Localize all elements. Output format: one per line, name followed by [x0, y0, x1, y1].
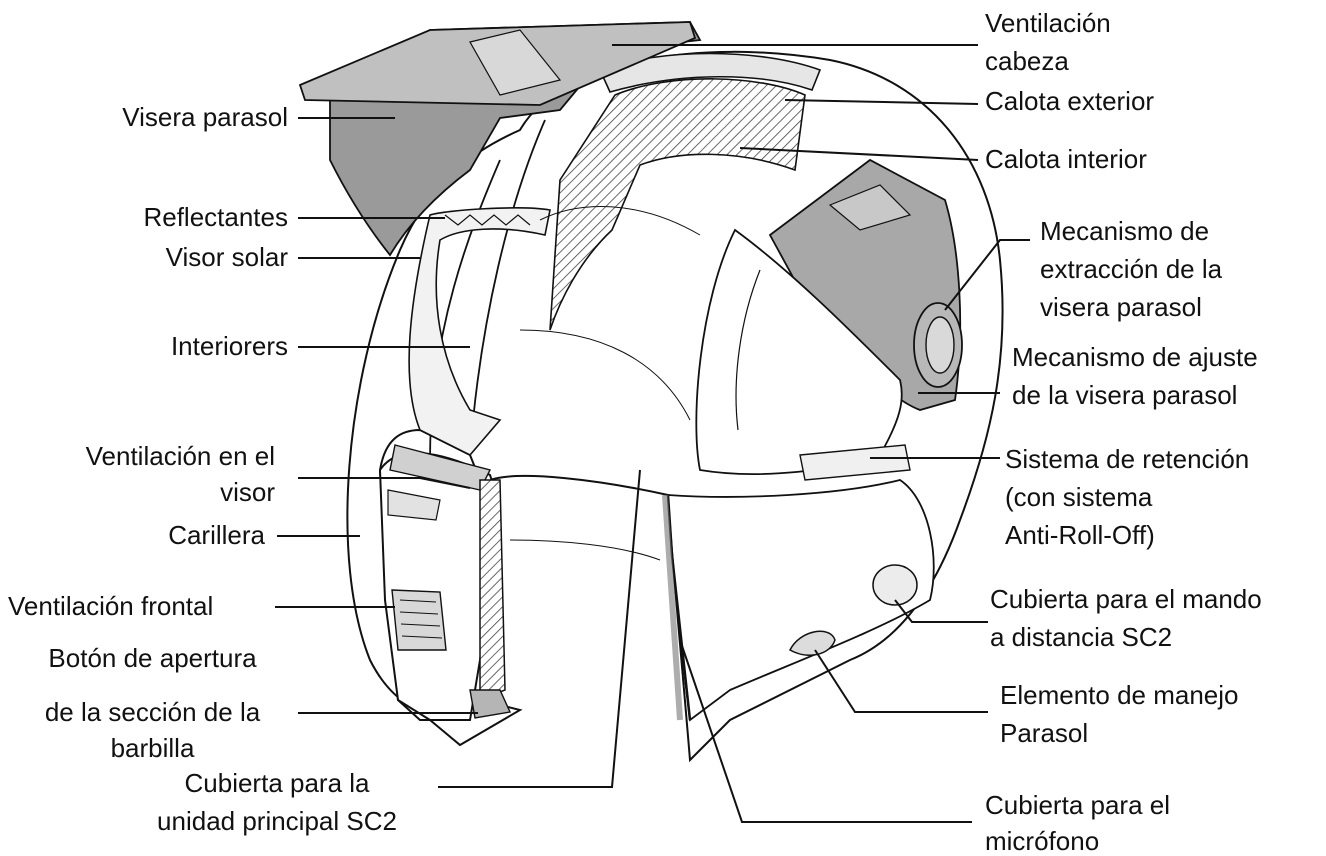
- label-boton-apertura-1: Botón de apertura: [48, 643, 257, 673]
- head-ventilation: [598, 52, 822, 93]
- label-ventilacion-cabeza-2: cabeza: [985, 46, 1069, 76]
- label-cubierta-mando-1: Cubierta para el mando: [990, 584, 1262, 614]
- label-carillera: Carillera: [168, 520, 265, 550]
- label-cubierta-microfono-1: Cubierta para el: [985, 790, 1170, 820]
- label-ventilacion-visor-2: visor: [220, 477, 275, 507]
- label-mecanismo-ajuste-1: Mecanismo de ajuste: [1012, 342, 1258, 372]
- label-sistema-retencion-2: (con sistema: [1005, 482, 1153, 512]
- label-boton-apertura-3: barbilla: [110, 733, 195, 763]
- label-mecanismo-extraccion-3: visera parasol: [1040, 292, 1202, 322]
- label-sistema-retencion-1: Sistema de retención: [1005, 444, 1250, 474]
- label-ventilacion-frontal: Ventilación frontal: [8, 591, 214, 621]
- label-cubierta-unidad-2: unidad principal SC2: [157, 806, 397, 836]
- label-elemento-manejo-1: Elemento de manejo: [1000, 680, 1239, 710]
- inner-shell: [549, 78, 806, 331]
- label-ventilacion-cabeza-1: Ventilación: [985, 8, 1111, 38]
- label-ventilacion-visor-1: Ventilación en el: [85, 441, 275, 471]
- label-visor-solar: Visor solar: [165, 242, 288, 272]
- label-sistema-retencion-3: Anti-Roll-Off): [1005, 520, 1155, 550]
- front-ventilation: [391, 589, 447, 651]
- label-boton-apertura-2: de la sección de la: [44, 697, 261, 727]
- label-elemento-manejo-2: Parasol: [1000, 718, 1089, 748]
- label-mecanismo-ajuste-2: de la visera parasol: [1012, 380, 1238, 410]
- label-mecanismo-extraccion-2: extracción de la: [1040, 254, 1223, 284]
- label-mecanismo-extraccion-1: Mecanismo de: [1040, 216, 1210, 246]
- interior-padding: [408, 207, 551, 456]
- label-cubierta-microfono-2: micrófono: [985, 826, 1100, 856]
- label-cubierta-unidad-1: Cubierta para la: [184, 768, 370, 798]
- leader-lines: [275, 44, 1030, 823]
- label-cubierta-mando-2: a distancia SC2: [990, 622, 1173, 652]
- label-visera-parasol: Visera parasol: [122, 102, 288, 132]
- sc2-remote-cover: [872, 564, 918, 606]
- label-calota-exterior: Calota exterior: [985, 86, 1155, 116]
- label-interiores: Interiorers: [170, 331, 288, 361]
- retention-system: [799, 444, 911, 481]
- parasol-handle: [789, 630, 836, 656]
- label-calota-interior: Calota interior: [985, 144, 1147, 174]
- label-reflectantes: Reflectantes: [143, 202, 288, 232]
